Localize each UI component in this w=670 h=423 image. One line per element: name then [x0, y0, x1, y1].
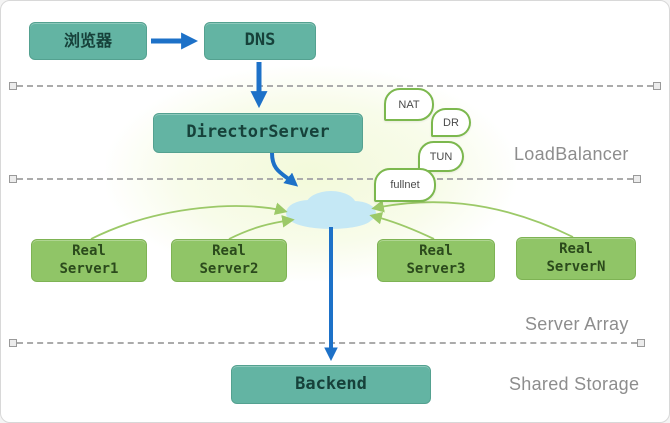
node-dns: DNS [204, 22, 316, 60]
divider-dashed-line-1 [17, 85, 653, 87]
node-real-server-3: Real Server3 [377, 239, 495, 282]
balloon-tun-label: TUN [429, 150, 453, 163]
divider-endpoint [637, 339, 645, 347]
section-label-load-balancer: LoadBalancer [514, 144, 629, 164]
divider-dashed-line-3 [17, 342, 637, 344]
balloon-fullnet: fullnet [374, 168, 436, 202]
balloon-dr: DR [431, 108, 471, 137]
node-real-server-1: Real Server1 [31, 239, 147, 282]
node-real-server-n: Real ServerN [516, 237, 636, 280]
divider-endpoint [9, 82, 17, 90]
balloon-tun: TUN [418, 141, 464, 172]
balloon-nat: NAT [384, 88, 434, 121]
node-director-server: DirectorServer [153, 113, 363, 153]
section-label-shared-storage: Shared Storage [509, 374, 640, 394]
section-label-server-array: Server Array [525, 314, 629, 334]
divider-endpoint [9, 175, 17, 183]
node-real-server-2: Real Server2 [171, 239, 287, 282]
node-browser: 浏览器 [29, 22, 147, 60]
balloon-nat-label: NAT [398, 98, 420, 111]
divider-endpoint [653, 82, 661, 90]
balloon-fullnet-label: fullnet [390, 179, 420, 191]
divider-endpoint [9, 339, 17, 347]
node-backend: Backend [231, 365, 431, 404]
divider-dashed-line-2 [17, 178, 633, 180]
balloon-dr-label: DR [443, 116, 459, 129]
divider-endpoint [633, 175, 641, 183]
